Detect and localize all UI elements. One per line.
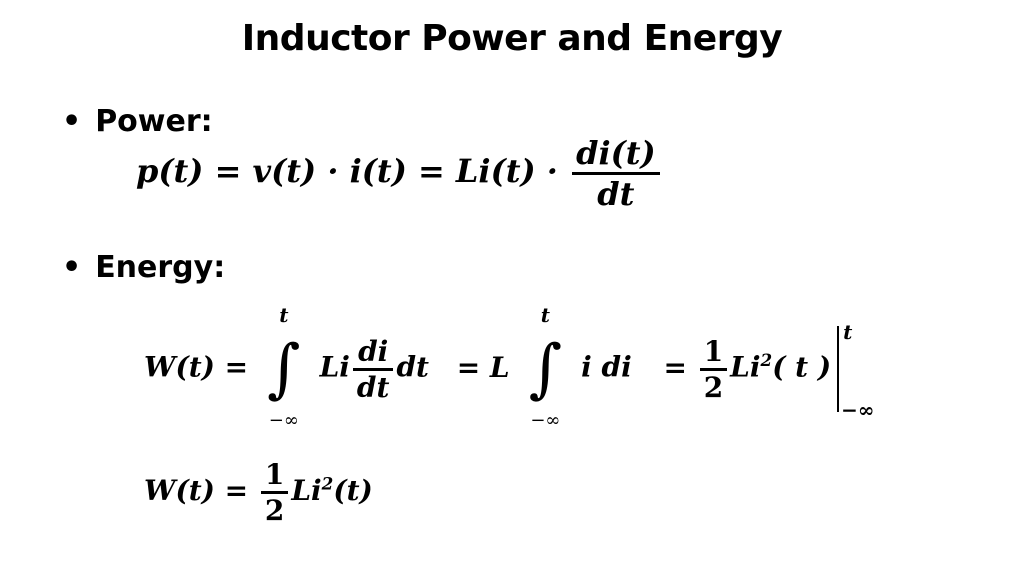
energy-equation-result: W(t) = 1 2 Li2(t): [144, 458, 373, 527]
integral-sign-1: t ∫ −∞: [264, 303, 304, 431]
evaluation-lower-limit: −∞: [841, 398, 875, 422]
bullet-power: • Power:: [62, 104, 213, 139]
bullet-energy: • Energy:: [62, 250, 225, 285]
fraction-numerator: di: [358, 334, 389, 368]
fraction-denominator: 2: [260, 491, 289, 527]
energy-eq2-term: Li: [291, 474, 322, 507]
integral-lower-bound: −∞: [268, 410, 299, 431]
energy-eq2-lhs: W(t) =: [144, 474, 249, 507]
bullet-label: Energy:: [95, 250, 226, 285]
energy-eq1-fraction: di dt: [352, 334, 394, 404]
energy-eq1-lhs: W(t) =: [144, 350, 249, 384]
energy-eq1-term1-post: dt: [396, 350, 429, 384]
bullet-marker: •: [62, 250, 82, 285]
energy-equation-integral: W(t) = t ∫ −∞ Li di dt dt = L t ∫ −∞ i d…: [144, 303, 879, 431]
evaluation-upper-limit: t: [843, 320, 853, 344]
integral-upper-bound: t: [279, 303, 289, 327]
slide-title: Inductor Power and Energy: [241, 18, 783, 59]
energy-eq1-term3-exponent: 2: [760, 350, 773, 371]
integral-upper-bound: t: [540, 303, 550, 327]
energy-eq1-term3: Li: [730, 350, 761, 384]
fraction-denominator: dt: [572, 172, 660, 213]
half-fraction: 1 2: [260, 458, 289, 527]
power-eq-lhs: p(t) = v(t) · i(t) = Li(t) ·: [136, 152, 558, 190]
power-eq-fraction: di(t) dt: [572, 134, 660, 213]
evaluation-bar: t −∞: [837, 320, 879, 422]
fraction-numerator: 1: [703, 334, 724, 368]
bullet-label: Power:: [95, 104, 213, 139]
power-equation: p(t) = v(t) · i(t) = Li(t) · di(t) dt: [136, 134, 663, 213]
energy-eq1-eq3: =: [663, 350, 687, 384]
energy-eq1-term1-pre: Li: [319, 350, 350, 384]
energy-eq2-exponent: 2: [321, 473, 334, 494]
energy-eq1-term3-arg: ( t ): [772, 350, 832, 384]
energy-eq2-arg: (t): [333, 474, 373, 507]
fraction-denominator: 2: [699, 367, 728, 404]
bullet-marker: •: [62, 104, 82, 139]
integral-lower-bound: −∞: [530, 410, 561, 431]
fraction-numerator: di(t): [576, 134, 656, 172]
energy-eq1-eq2: = L: [456, 350, 510, 384]
fraction-denominator: dt: [352, 367, 394, 404]
half-fraction: 1 2: [699, 334, 728, 404]
integral-sign-2: t ∫ −∞: [525, 303, 565, 431]
energy-eq1-term2: i di: [581, 350, 632, 384]
fraction-numerator: 1: [264, 458, 285, 491]
